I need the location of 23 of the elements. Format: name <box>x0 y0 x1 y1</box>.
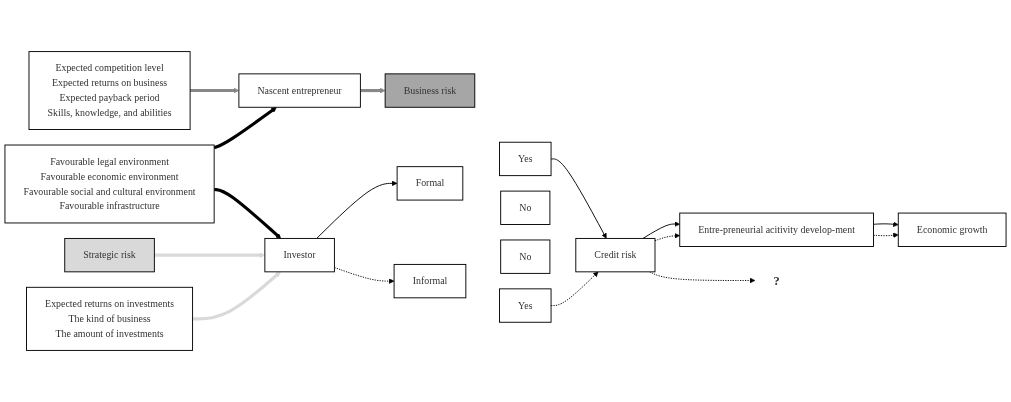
node-box: Informal <box>393 263 467 299</box>
arrow <box>213 107 277 150</box>
node-box: Nascent entrepreneur <box>238 73 361 108</box>
arrow <box>360 87 386 94</box>
arrow <box>154 252 266 258</box>
node-box: Expected competition level Expected returns on business Expected payback period Skills, knowledge, and abilities <box>28 51 191 130</box>
node-box: Yes <box>499 141 552 177</box>
node-box: Credit risk <box>575 237 656 273</box>
arrow <box>190 87 240 94</box>
node-box: Expected returns on investments The kind of business The amount of investments <box>26 286 194 351</box>
node-box: No <box>500 239 551 274</box>
node-box: Favourable legal environment Favourable economic environment Favourable social and cultural environment Favourable infrastructure <box>4 144 215 224</box>
node-box: Investor <box>264 237 335 273</box>
node-box: Formal <box>396 166 464 201</box>
node-box: Strategic risk <box>64 237 155 273</box>
node-box: Entre-preneurial acitivity develop-ment <box>679 212 874 247</box>
node-text: ? <box>773 273 780 288</box>
node-box: Yes <box>499 288 552 323</box>
arrow <box>192 271 281 321</box>
node-box: Economic growth <box>897 212 1007 247</box>
arrow <box>214 187 282 239</box>
node-box: No <box>500 190 551 225</box>
node-box: Business risk <box>384 73 476 108</box>
